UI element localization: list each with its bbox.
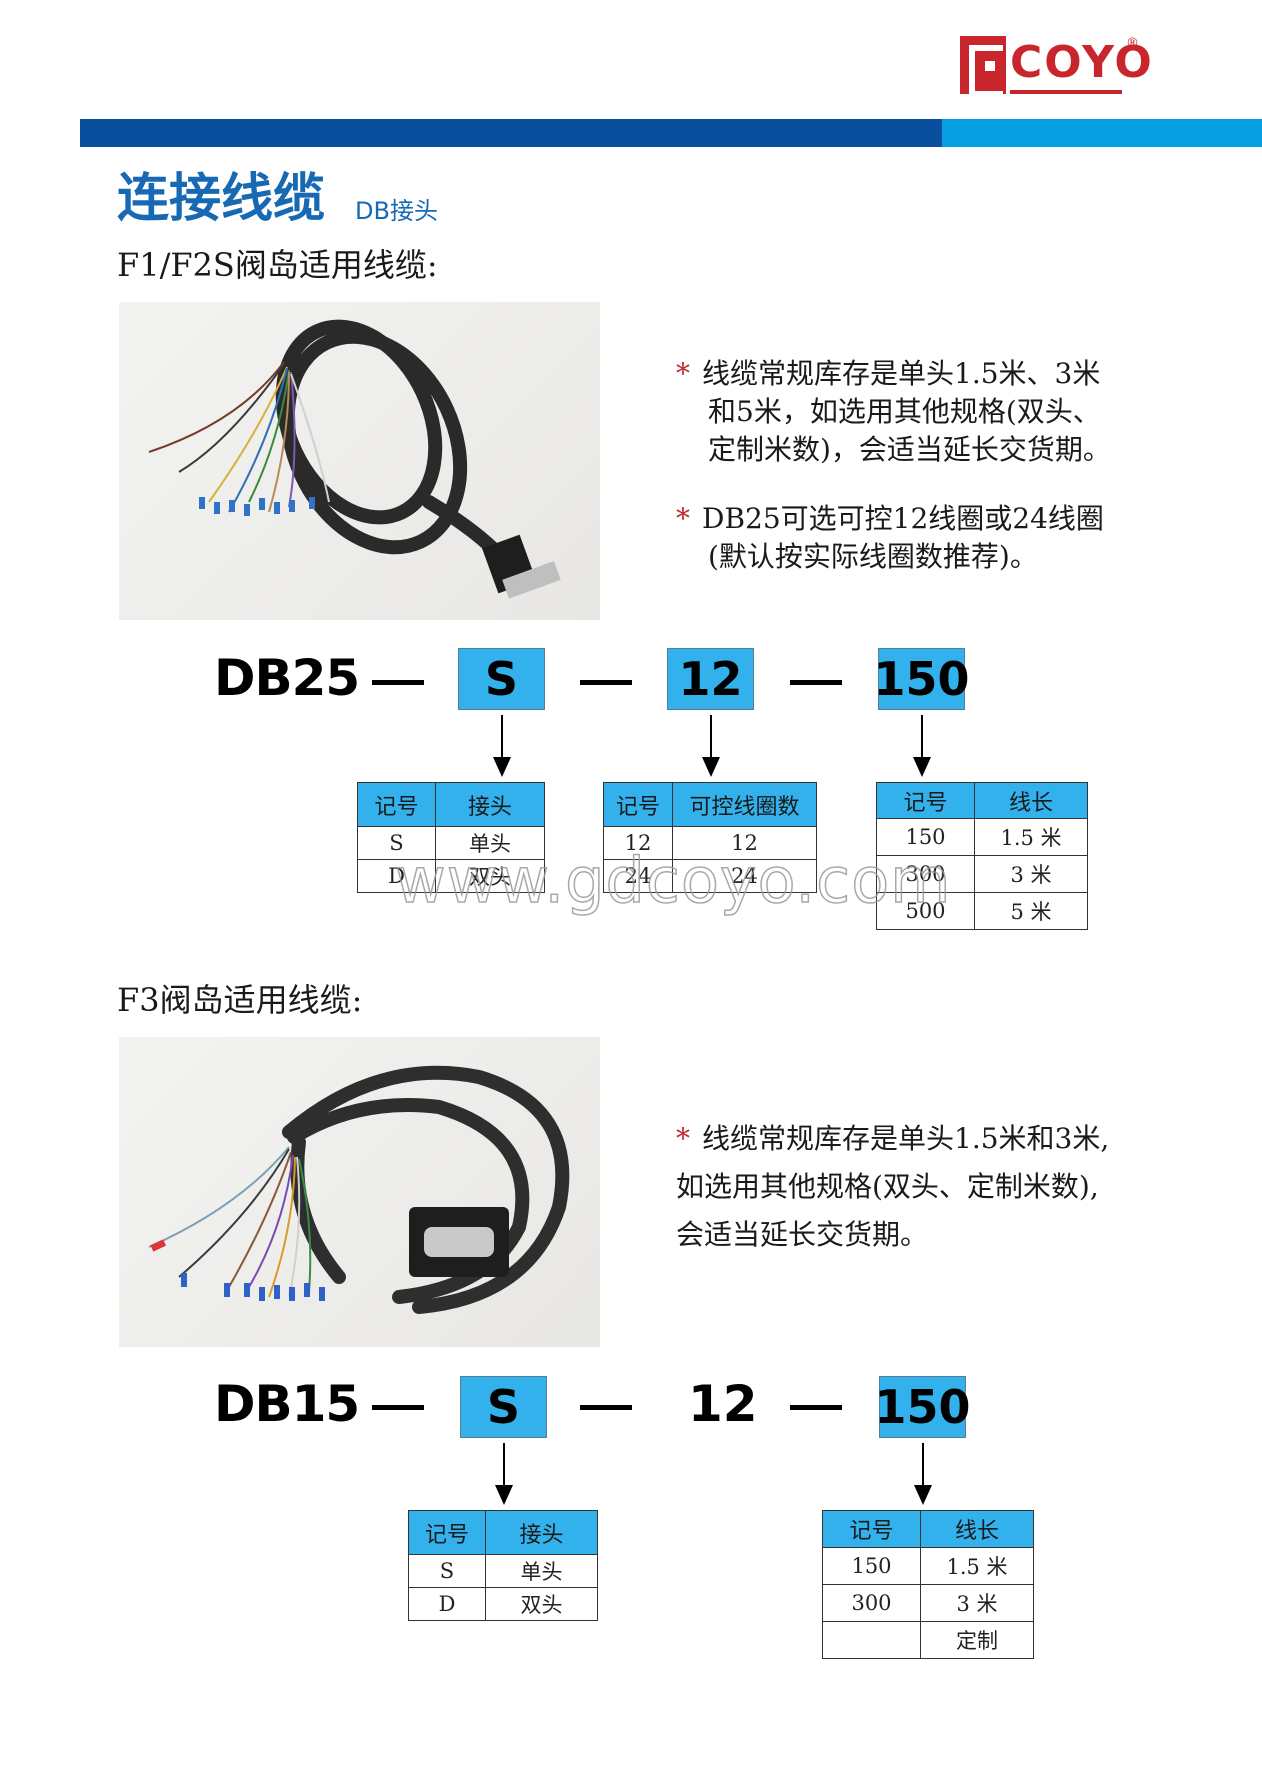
code-box-coils: 12 xyxy=(667,648,754,710)
table-header: 接头 xyxy=(485,1510,598,1555)
code-coils-fixed: 12 xyxy=(688,1375,758,1433)
table-row: 150 1.5 米 xyxy=(822,1547,1034,1585)
db25-code-prefix: DB25 xyxy=(214,649,360,707)
table-header: 记号 xyxy=(408,1510,486,1555)
table-header: 记号 xyxy=(357,782,436,827)
table-row: 300 3 米 xyxy=(822,1584,1034,1622)
code-box-length: 150 xyxy=(873,648,970,710)
table-header: 接头 xyxy=(435,782,545,827)
logo-text: COYO xyxy=(1010,37,1154,88)
table-header: 线长 xyxy=(974,782,1088,819)
table-row: 500 5 米 xyxy=(876,892,1088,930)
table-row: D 双头 xyxy=(357,859,545,893)
db15-code-prefix: DB15 xyxy=(214,1375,360,1433)
page-title: 连接线缆 xyxy=(117,168,326,229)
table-row: 300 3 米 xyxy=(876,855,1088,893)
arrow-down-icon xyxy=(913,715,931,777)
code-box-connector: S xyxy=(460,1376,547,1438)
table-header: 记号 xyxy=(822,1510,921,1548)
asterisk-icon: * xyxy=(676,357,690,390)
code-box-length: 150 xyxy=(874,1376,971,1438)
section1-note-2: *DB25可选可控12线圈或24线圈 (默认按实际线圈数推荐)。 xyxy=(676,502,1104,573)
asterisk-icon: * xyxy=(676,502,690,535)
section1-note-1: *线缆常规库存是单头1.5米、3米 和5米，如选用其他规格(双头、 定制米数)，… xyxy=(676,357,1111,466)
dash xyxy=(580,1405,632,1410)
table-header: 记号 xyxy=(603,782,673,827)
table-row: 12 12 xyxy=(603,826,817,860)
arrow-down-icon xyxy=(702,715,720,777)
coyo-logo: COYO ® xyxy=(960,36,1180,98)
dash xyxy=(580,680,632,685)
dash xyxy=(790,680,842,685)
table-header: 可控线圈数 xyxy=(672,782,817,827)
section1-heading: F1/F2S阀岛适用线缆: xyxy=(117,246,438,284)
arrow-down-icon xyxy=(493,715,511,777)
table-header: 线长 xyxy=(920,1510,1034,1548)
table-row: 150 1.5 米 xyxy=(876,818,1088,856)
coil-count-table: 记号 可控线圈数 12 12 24 24 xyxy=(603,782,817,893)
table-row: 24 24 xyxy=(603,859,817,893)
page-subtitle: DB接头 xyxy=(355,197,438,225)
registered-mark: ® xyxy=(1126,36,1139,51)
section2-note-1: *线缆常规库存是单头1.5米和3米, 如选用其他规格(双头、定制米数), 会适当… xyxy=(676,1122,1110,1251)
dash xyxy=(372,1405,424,1410)
arrow-down-icon xyxy=(914,1443,932,1505)
db15-cable-photo xyxy=(119,1037,600,1347)
watermark: www.gdcoyo.com xyxy=(394,844,952,917)
cable-image-icon xyxy=(148,1065,570,1314)
table-row: S 单头 xyxy=(408,1554,598,1588)
header-bar-light xyxy=(942,119,1262,147)
logo-underline xyxy=(1010,90,1122,94)
db25-cable-photo xyxy=(119,302,600,620)
cable-image-icon xyxy=(148,319,561,599)
section2-heading: F3阀岛适用线缆: xyxy=(117,981,363,1019)
header-bar-dark xyxy=(80,119,942,147)
table-row: S 单头 xyxy=(357,826,545,860)
table-header: 记号 xyxy=(876,782,975,819)
table-row: 定制 xyxy=(822,1621,1034,1659)
arrow-down-icon xyxy=(495,1443,513,1505)
code-box-connector: S xyxy=(458,648,545,710)
dash xyxy=(790,1405,842,1410)
dash xyxy=(372,680,424,685)
length-table: 记号 线长 150 1.5 米 300 3 米 定制 xyxy=(822,1510,1034,1659)
connector-table: 记号 接头 S 单头 D 双头 xyxy=(408,1510,598,1621)
logo-mark-icon xyxy=(960,36,1006,97)
length-table: 记号 线长 150 1.5 米 300 3 米 500 5 米 xyxy=(876,782,1088,930)
connector-table: 记号 接头 S 单头 D 双头 xyxy=(357,782,545,893)
table-row: D 双头 xyxy=(408,1587,598,1621)
asterisk-icon: * xyxy=(676,1122,690,1155)
